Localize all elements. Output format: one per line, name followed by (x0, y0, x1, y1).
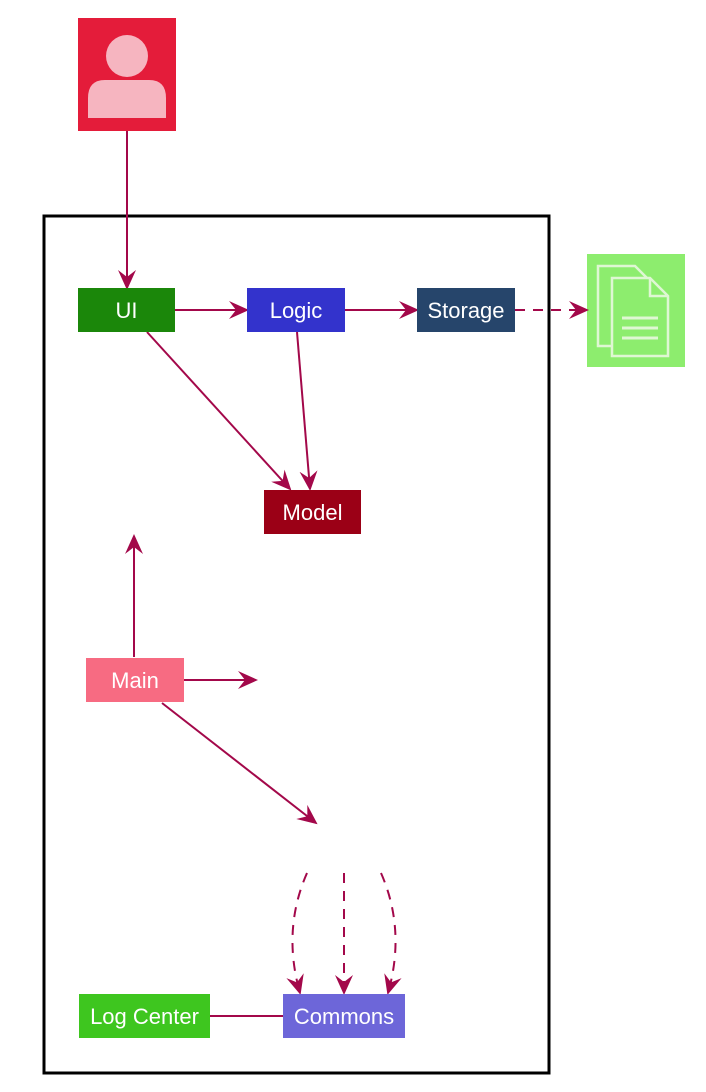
commons-label: Commons (294, 1004, 394, 1029)
document-stack-icon (587, 254, 685, 367)
logic-label: Logic (270, 298, 323, 323)
main-label: Main (111, 668, 159, 693)
main-component: Main (86, 658, 184, 702)
app-boundary (42, 214, 551, 1075)
edge-dashed-left-to-commons (286, 872, 308, 995)
edge-dashed-right-to-commons (380, 872, 402, 995)
model-component: Model (264, 490, 361, 534)
storage-component: Storage (417, 288, 515, 332)
edge-logic-to-model (296, 331, 318, 491)
log-center-label: Log Center (90, 1004, 199, 1029)
storage-label: Storage (427, 298, 504, 323)
edges (118, 131, 589, 1017)
user-icon (78, 18, 176, 131)
edge-ui-to-model (146, 331, 292, 491)
ui-component: UI (78, 288, 175, 332)
model-label: Model (283, 500, 343, 525)
commons-component: Commons (283, 994, 405, 1038)
log-center-component: Log Center (79, 994, 210, 1038)
ui-label: UI (116, 298, 138, 323)
logic-component: Logic (247, 288, 345, 332)
edge-main-down-right (161, 702, 318, 825)
